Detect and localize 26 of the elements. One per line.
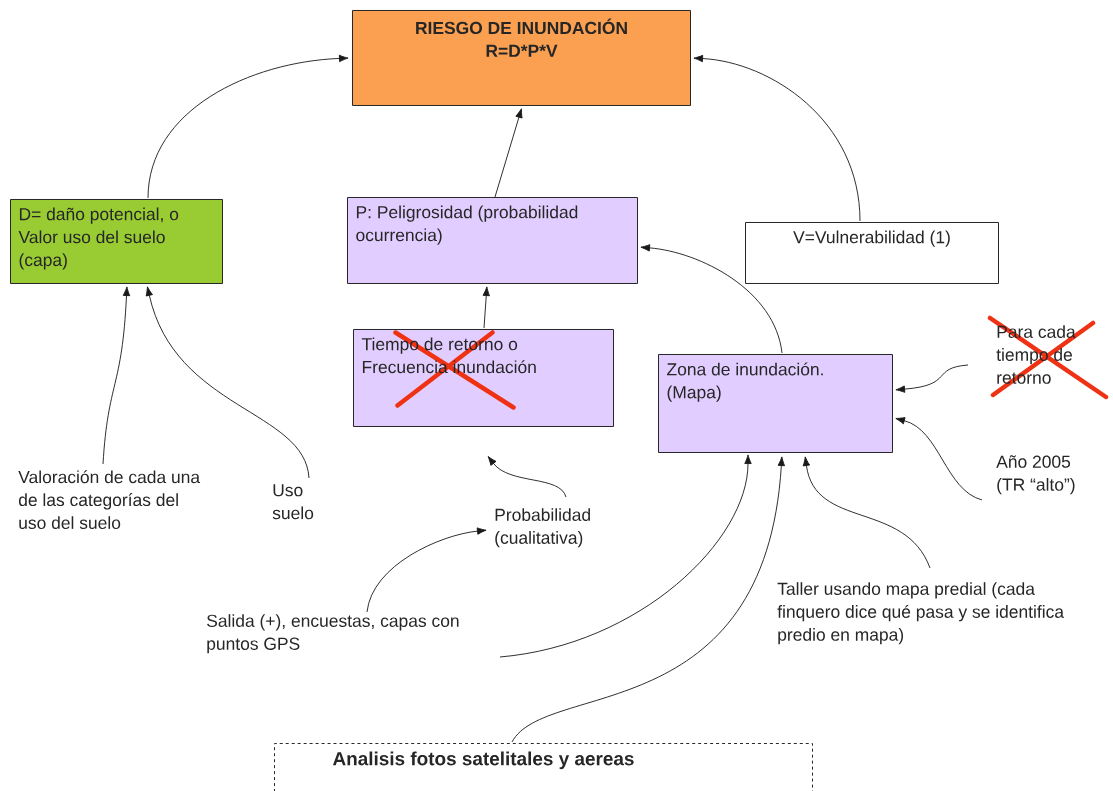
- note-text: Año 2005 (TR “alto”): [996, 455, 1075, 495]
- arrow: [693, 54, 861, 222]
- arrow: [499, 454, 752, 658]
- note-text: Salida (+), encuestas, capas con puntos GPS: [207, 614, 459, 654]
- arrow: [147, 54, 349, 199]
- arrow: [895, 417, 983, 501]
- dashed-box: Analisis fotos satelitales y aereas: [274, 743, 813, 791]
- process-box: D= daño potencial, o Valor uso del suelo (capa): [10, 199, 223, 284]
- process-box: Zona de inundación. (Mapa): [658, 354, 893, 453]
- process-box: P: Peligrosidad (probabilidad ocurrencia): [347, 197, 638, 284]
- title-box: RIESGO DE INUNDACIÓN R=D*P*V: [352, 10, 691, 106]
- arrow: [640, 244, 783, 354]
- note-text: Valoración de cada una de las categorías del uso del suelo: [18, 470, 201, 530]
- arrow: [482, 286, 490, 329]
- note-text: Uso suelo: [272, 484, 314, 520]
- arrow: [802, 456, 931, 569]
- arrow: [511, 456, 786, 743]
- arrow: [487, 456, 567, 498]
- arrow: [494, 108, 523, 198]
- arrow: [145, 286, 310, 479]
- arrow: [366, 527, 487, 613]
- note-text: Taller usando mapa predial (cada finquero dice qué pasa y se identifica predio en mapa): [777, 582, 1065, 645]
- arrow: [895, 364, 969, 393]
- arrow: [102, 286, 131, 465]
- note-text: Probabilidad (cualitativa): [495, 508, 590, 548]
- process-box: V=Vulnerabilidad (1): [745, 222, 999, 284]
